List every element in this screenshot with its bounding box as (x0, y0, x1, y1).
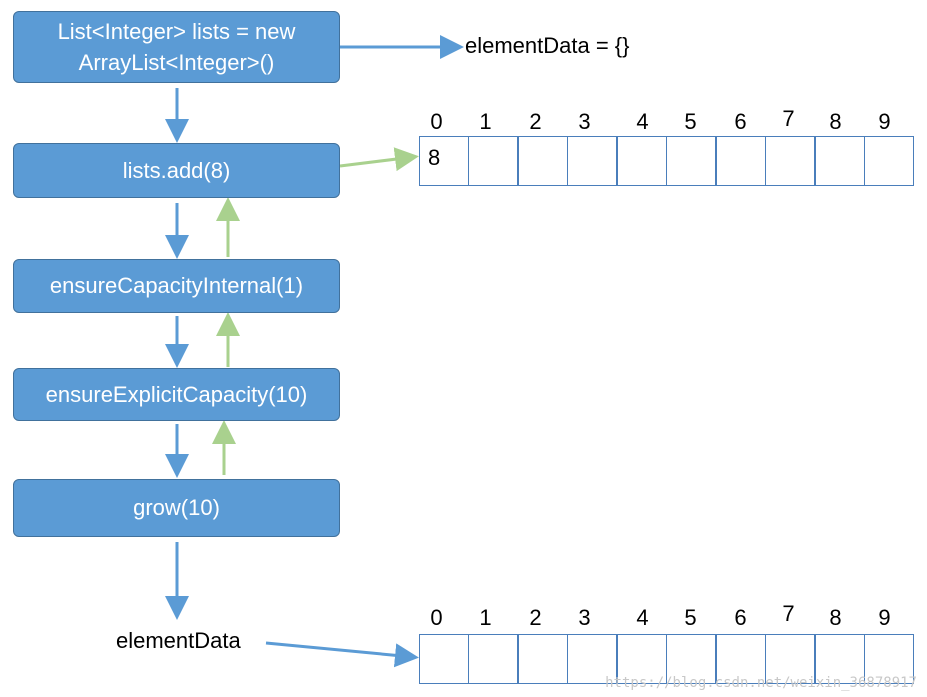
bottom-array-index: 0 (430, 605, 443, 630)
bottom-array-cell (617, 634, 667, 684)
bottom-array-cell (815, 634, 865, 684)
bottom-array-index: 3 (578, 605, 591, 630)
top-array-cell (765, 136, 815, 186)
top-array-index: 6 (734, 109, 747, 134)
bottom-array-cell (716, 634, 766, 684)
bottom-array-cell (666, 634, 716, 684)
top-array-index: 8 (829, 109, 842, 134)
bottom-array-index: 4 (636, 605, 649, 630)
arrow-elementdata-to-array (265, 641, 419, 668)
bottom-array-index: 1 (479, 605, 492, 630)
top-array-index: 2 (529, 109, 542, 134)
bottom-array-cell (864, 634, 914, 684)
top-array-index: 7 (782, 106, 795, 131)
top-array-index: 9 (878, 109, 891, 134)
top-array-cell (518, 136, 568, 186)
top-array-cell (716, 136, 766, 186)
top-array-index: 4 (636, 109, 649, 134)
arrow-add-to-array (339, 147, 419, 172)
ensure-capacity-internal-label: ensureCapacityInternal(1) (49, 273, 304, 298)
bottom-array-cell (468, 634, 518, 684)
bottom-array-index: 7 (782, 601, 795, 626)
bottom-array-index: 9 (878, 605, 891, 630)
top-array-cell (468, 136, 518, 186)
bottom-array-cell (419, 634, 469, 684)
top-array-value-0: 8 (428, 145, 441, 170)
grow-box: grow(10) (13, 479, 340, 537)
bottom-array-index: 8 (829, 605, 842, 630)
lists-add-label: lists.add(8) (122, 157, 231, 183)
bottom-array-cell (567, 634, 617, 684)
ensure-capacity-internal-box: ensureCapacityInternal(1) (13, 259, 340, 313)
bottom-array-cell (765, 634, 815, 684)
top-array-cell (419, 136, 469, 186)
bottom-array-index: 5 (684, 605, 697, 630)
ensure-explicit-capacity-label: ensureExplicitCapacity(10) (45, 381, 308, 407)
grow-label: grow(10) (133, 495, 220, 520)
new-arraylist-line1: List<Integer> lists = new (57, 19, 296, 44)
watermark: https://blog.csdn.net/weixin_36878917 (605, 675, 917, 691)
top-array-cell (864, 136, 914, 186)
top-array-cell (815, 136, 865, 186)
bottom-array-cell (518, 634, 568, 684)
ensure-explicit-capacity-box: ensureExplicitCapacity(10) (13, 368, 340, 421)
top-array-index: 3 (578, 109, 591, 134)
top-array-cell (617, 136, 667, 186)
new-arraylist-box: List<Integer> lists = new ArrayList<Inte… (13, 11, 340, 83)
bottom-array-index: 2 (529, 605, 542, 630)
top-array-index: 5 (684, 109, 697, 134)
top-array-cell (567, 136, 617, 186)
top-array-cell (666, 136, 716, 186)
top-array-index: 1 (479, 109, 492, 134)
bottom-array-index: 6 (734, 605, 747, 630)
new-arraylist-line2: ArrayList<Integer>() (78, 50, 275, 75)
final-elementdata-label: elementData (116, 628, 241, 653)
lists-add-box: lists.add(8) (13, 143, 340, 198)
initial-elementdata-label: elementData = {} (465, 33, 630, 58)
top-array-index: 0 (430, 109, 443, 134)
